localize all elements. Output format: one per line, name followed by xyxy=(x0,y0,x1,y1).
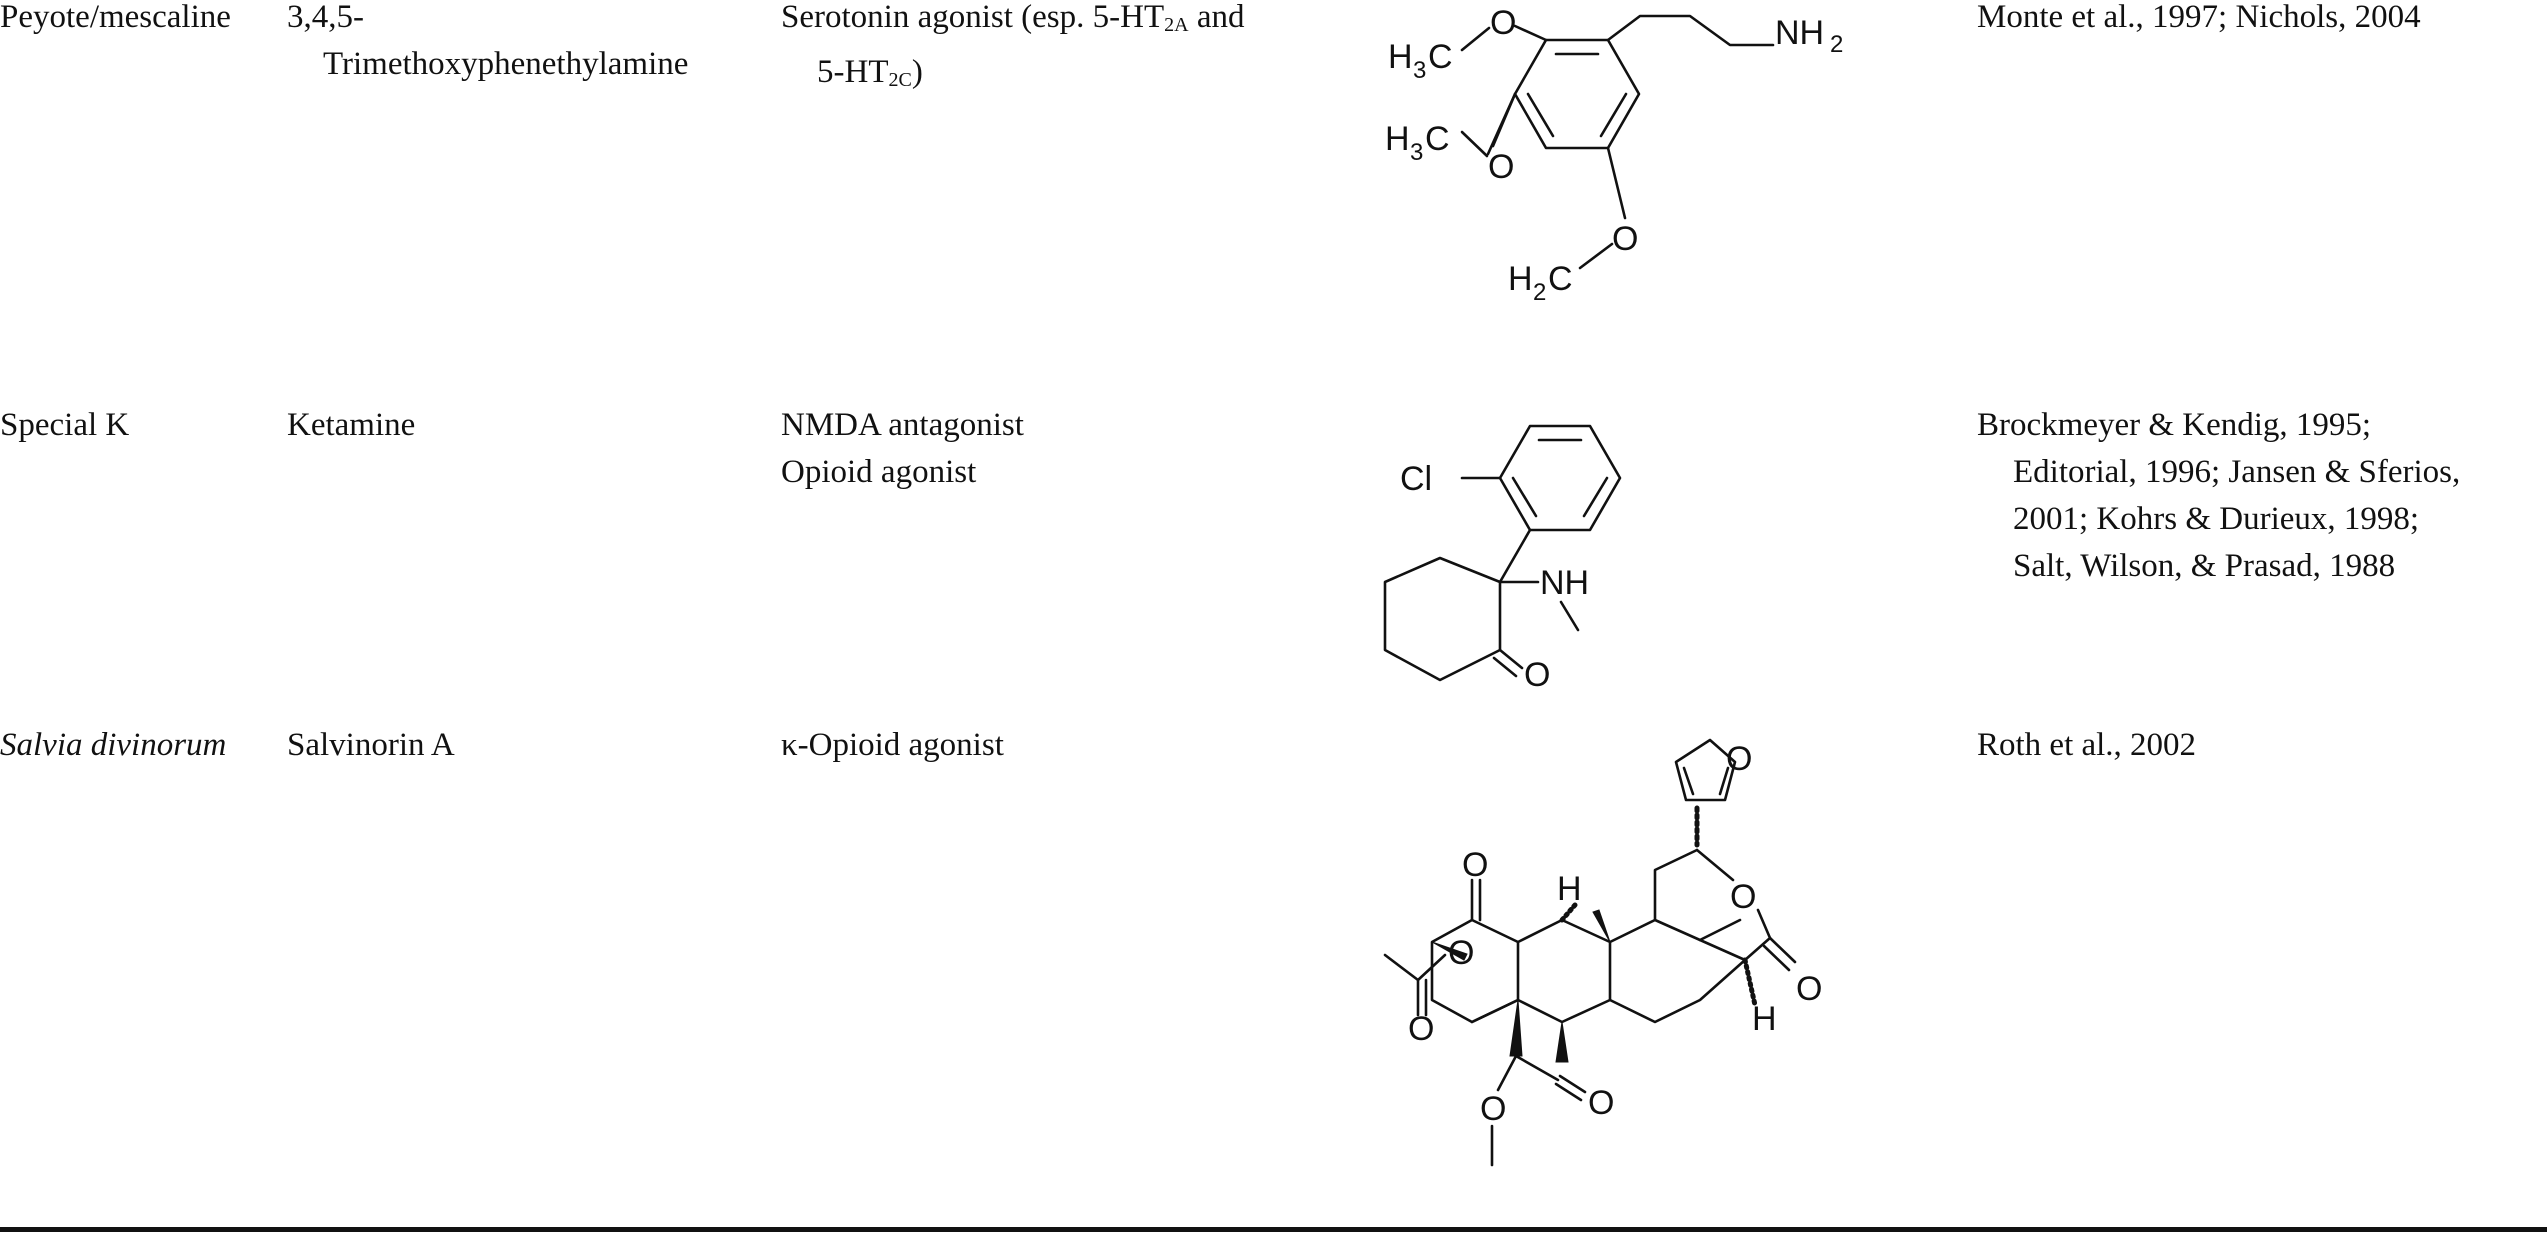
svg-text:2: 2 xyxy=(1533,279,1546,306)
methyl-label: H xyxy=(1385,120,1410,158)
hydrogen-label: H xyxy=(1752,1000,1777,1038)
acetate-oxygen-label: O xyxy=(1448,934,1474,972)
street-name: Special K xyxy=(0,407,130,443)
mechanism-line: Opioid agonist xyxy=(781,454,977,490)
compound-cell: 3,4,5- Trimethoxyphenethylamine xyxy=(287,0,688,88)
ester-carbonyl-oxygen-label: O xyxy=(1588,1084,1614,1122)
svg-text:C: C xyxy=(1425,120,1450,158)
table-bottom-rule xyxy=(0,1227,2547,1232)
svg-text:3: 3 xyxy=(1410,139,1423,166)
oxygen-label: O xyxy=(1488,148,1514,186)
methyl-label: H xyxy=(1508,260,1533,298)
furan-ring xyxy=(1674,738,1737,802)
amine-label: NH xyxy=(1540,564,1589,602)
carbonyl-oxygen-label: O xyxy=(1524,656,1550,694)
mechanism-cell: κ-Opioid agonist xyxy=(781,722,1004,769)
reference-line: Salt, Wilson, & Prasad, 1988 xyxy=(2013,548,2396,584)
street-name-cell: Special K xyxy=(0,402,129,449)
mechanism-line: 5-HT2C) xyxy=(817,54,923,91)
compound-cell: Ketamine xyxy=(287,402,415,449)
mescaline-structure: NH 2 O H 3 C O H 3 C O H 2 C xyxy=(0,0,2547,330)
street-name: Peyote/mescaline xyxy=(0,0,231,35)
mechanism-line: Serotonin agonist (esp. 5-HT2A and xyxy=(781,0,1245,36)
compound-name-line: 3,4,5- xyxy=(287,0,364,35)
reference-line: Monte et al., 1997; Nichols, 2004 xyxy=(1977,0,2421,35)
reference-cell: Brockmeyer & Kendig, 1995; Editorial, 19… xyxy=(1977,402,2460,590)
methyl-label: H xyxy=(1388,38,1413,76)
ester-oxygen-label: O xyxy=(1480,1090,1506,1128)
mechanism-line: κ-Opioid agonist xyxy=(781,727,1004,763)
street-name-cell: Peyote/mescaline xyxy=(0,0,231,41)
svg-text:2: 2 xyxy=(1830,31,1843,58)
compound-name-line: Trimethoxyphenethylamine xyxy=(323,46,689,82)
reference-cell: Roth et al., 2002 xyxy=(1977,722,2196,769)
compound-name-line: Ketamine xyxy=(287,407,416,443)
mechanism-line: NMDA antagonist xyxy=(781,407,1024,443)
street-name-cell: Salvia divinorum xyxy=(0,722,226,769)
reference-cell: Monte et al., 1997; Nichols, 2004 xyxy=(1977,0,2421,41)
svg-text:C: C xyxy=(1428,38,1453,76)
reference-line: Roth et al., 2002 xyxy=(1977,727,2197,763)
acetate-carbonyl-oxygen-label: O xyxy=(1408,1010,1434,1048)
oxygen-label: O xyxy=(1612,220,1638,258)
mechanism-cell: NMDA antagonist Opioid agonist xyxy=(781,402,1024,496)
oxygen-label: O xyxy=(1490,4,1516,42)
furan-oxygen-label: O xyxy=(1726,740,1752,778)
hydrogen-label: H xyxy=(1557,870,1582,908)
compound-name-line: Salvinorin A xyxy=(287,727,455,763)
chlorine-label: Cl xyxy=(1400,460,1432,498)
svg-text:C: C xyxy=(1548,260,1573,298)
reference-line: Editorial, 1996; Jansen & Sferios, xyxy=(2013,454,2461,490)
nh2-label: NH xyxy=(1775,14,1824,52)
svg-text:3: 3 xyxy=(1413,57,1426,84)
ketone-oxygen-label: O xyxy=(1462,846,1488,884)
lactone-carbonyl-oxygen-label: O xyxy=(1796,970,1822,1008)
street-name: Salvia divinorum xyxy=(0,727,227,763)
compound-cell: Salvinorin A xyxy=(287,722,455,769)
ketamine-structure: Cl O NH xyxy=(1383,424,1622,694)
reference-line: 2001; Kohrs & Durieux, 1998; xyxy=(2013,501,2420,537)
lactone-oxygen-label: O xyxy=(1730,878,1756,916)
mechanism-cell: Serotonin agonist (esp. 5-HT2A and 5-HT2… xyxy=(781,0,1244,104)
reference-line: Brockmeyer & Kendig, 1995; xyxy=(1977,407,2372,443)
